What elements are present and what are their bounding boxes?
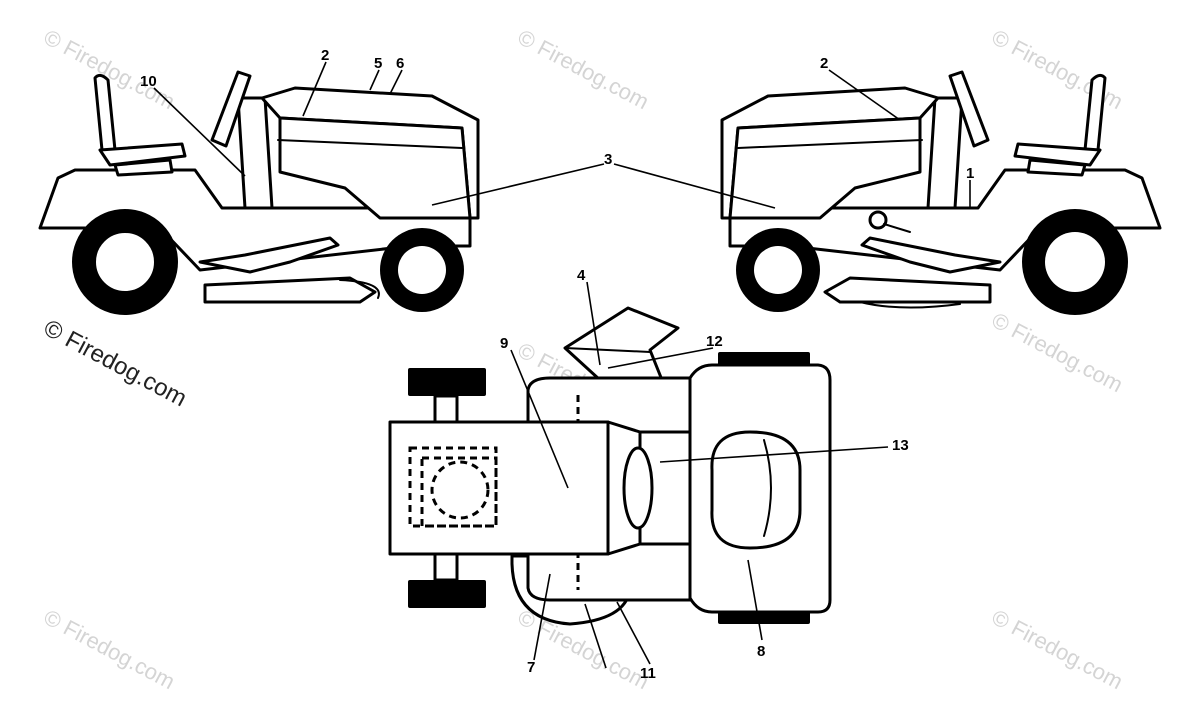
callout-12: 12	[706, 333, 723, 350]
tractor-top-view	[388, 306, 832, 626]
callout-labels: 10 2 5 6 3 2 1 4 9 12 13 7 11 8	[140, 47, 974, 682]
callout-7: 7	[527, 659, 535, 676]
callout-11: 11	[640, 665, 656, 682]
callout-8: 8	[757, 643, 765, 660]
callout-10: 10	[140, 73, 157, 90]
tractor-right-side-view	[720, 70, 1162, 315]
watermark-main: © Firedog.com	[39, 314, 191, 412]
callout-6: 6	[396, 55, 404, 72]
watermark-faded: © Firedog.com	[514, 24, 653, 114]
callout-2: 2	[321, 47, 329, 64]
callout-5: 5	[374, 55, 382, 72]
callout-13: 13	[892, 437, 909, 454]
callout-9: 9	[500, 335, 508, 352]
leader-lines	[153, 61, 971, 669]
watermark-faded: © Firedog.com	[988, 24, 1127, 114]
watermark-faded: © Firedog.com	[988, 307, 1127, 397]
callout-3: 3	[604, 151, 612, 168]
callout-2: 2	[820, 55, 828, 72]
tractor-left-side-view	[38, 70, 480, 315]
callout-4: 4	[577, 267, 586, 284]
callout-1: 1	[966, 165, 974, 182]
watermark-faded: © Firedog.com	[40, 604, 179, 694]
watermark-faded: © Firedog.com	[988, 604, 1127, 694]
